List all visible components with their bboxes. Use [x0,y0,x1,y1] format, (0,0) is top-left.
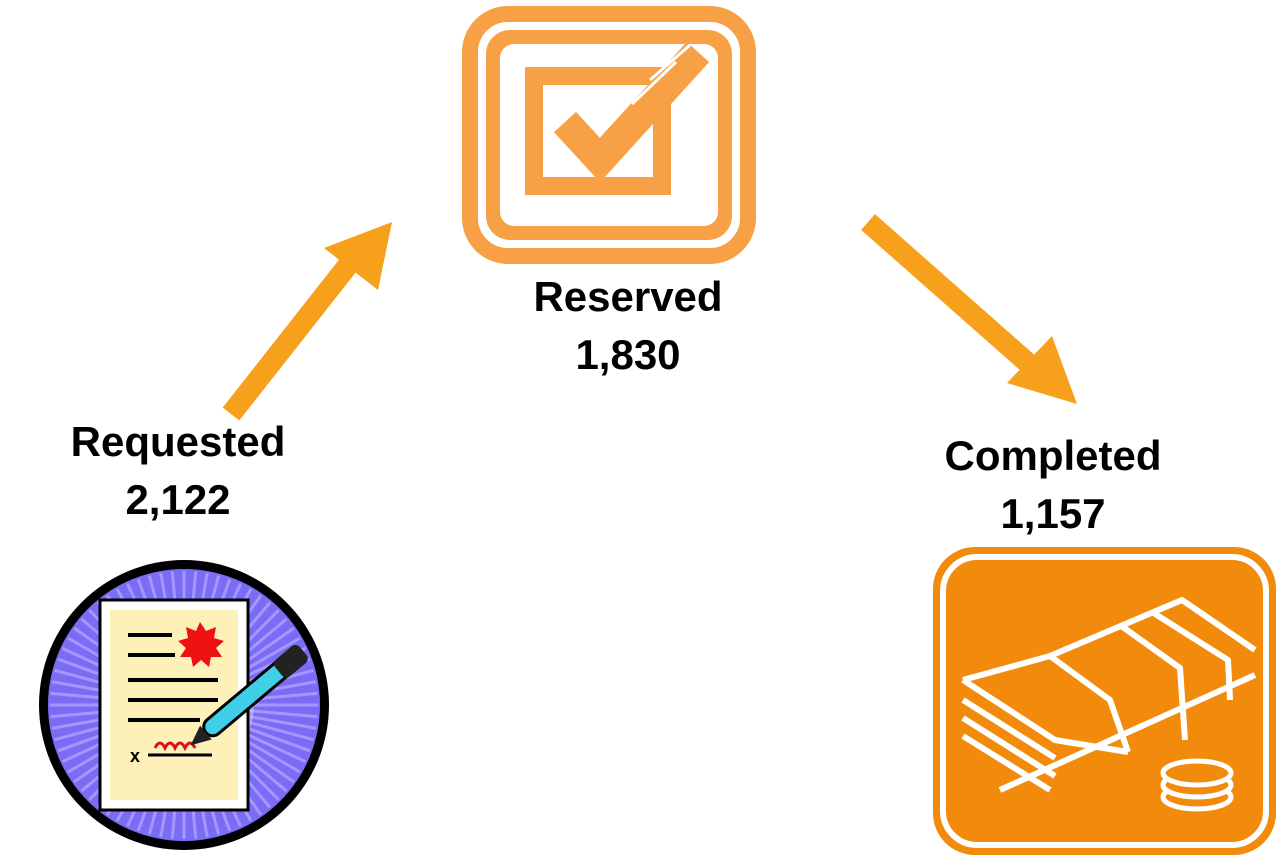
starburst-ray [243,708,318,719]
stage-name: Reserved [533,273,723,320]
stage-count: 1,157 [1000,490,1106,537]
checkbox-check-icon [462,6,756,264]
stage-count: 1,830 [575,331,681,378]
starburst-ray [242,713,317,730]
stage-requested-label: Requested 2,122 [30,413,326,529]
arrow-reserved-to-completed [861,214,1077,404]
arrow-requested-to-reserved [222,222,392,421]
stage-name: Requested [70,418,286,465]
stage-count: 2,122 [125,476,231,523]
starburst-ray [237,728,307,763]
starburst-ray [241,719,314,742]
svg-text:x: x [130,746,140,766]
stage-name: Completed [944,432,1162,479]
cash-stack-icon [933,547,1276,855]
stage-reserved-label: Reserved 1,830 [480,268,776,384]
signed-contract-icon: x [39,560,329,850]
stage-completed-label: Completed 1,157 [905,427,1201,543]
starburst-ray [239,724,311,753]
